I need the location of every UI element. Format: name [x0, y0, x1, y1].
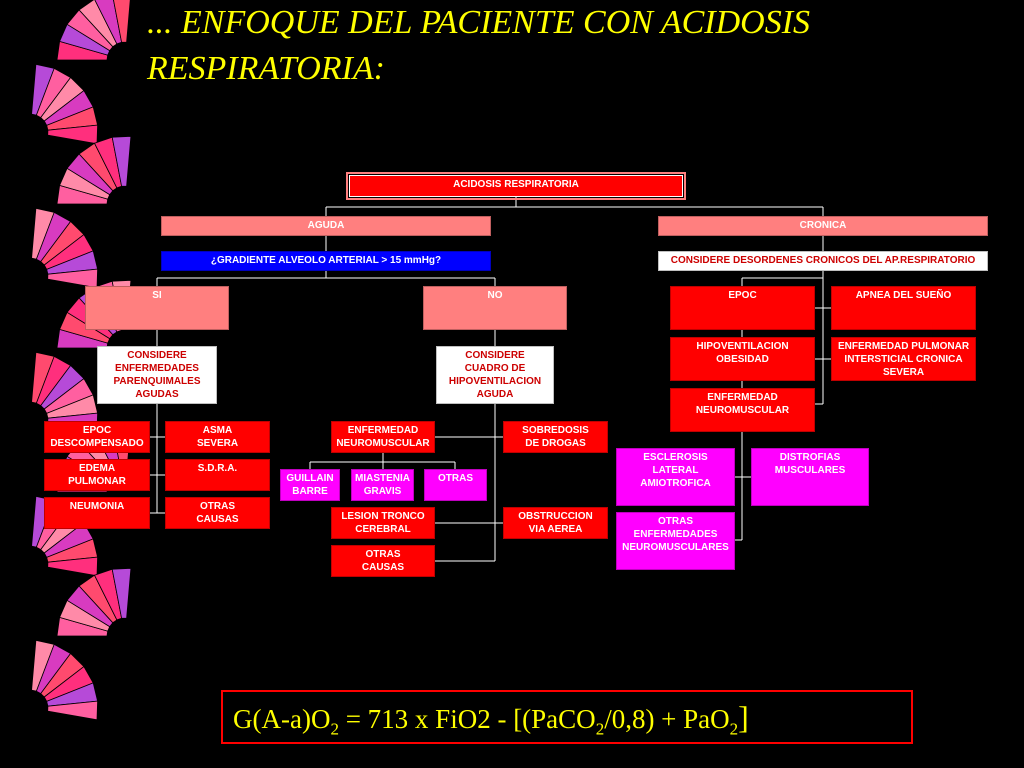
node-otras-causas-no[interactable]: OTRAS CAUSAS [331, 545, 435, 577]
slide-title-line-1: ... ENFOQUE DEL PACIENTE CON ACIDOSIS [147, 4, 811, 41]
formula-sub-2: 2 [595, 719, 605, 739]
node-otras-enfermedades-neuromusculares[interactable]: OTRAS ENFERMEDADES NEUROMUSCULARES [616, 512, 735, 570]
gradient-formula: G(A-a)O2 = 713 x FiO2 - [(PaCO2/0,8) + P… [221, 690, 913, 744]
fan-segment [47, 700, 99, 721]
node-considere-cronicos[interactable]: CONSIDERE DESORDENES CRONICOS DEL AP.RES… [658, 251, 988, 271]
node-distrofias-musculares[interactable]: DISTROFIAS MUSCULARES [751, 448, 869, 506]
formula-sub-3: 2 [729, 719, 739, 739]
formula-part-3: /0,8) + PaO [604, 704, 730, 734]
slide-title-line-2: RESPIRATORIA: [147, 50, 385, 87]
formula-sub-1: 2 [330, 719, 339, 739]
node-sdra[interactable]: S.D.R.A. [165, 459, 270, 491]
node-gradiente-question[interactable]: ¿GRADIENTE ALVEOLO ARTERIAL > 15 mmHg? [161, 251, 491, 271]
fan-segment [111, 135, 132, 187]
node-no[interactable]: NO [423, 286, 567, 330]
formula-part-4: ] [738, 699, 749, 735]
node-otras-causas-si[interactable]: OTRAS CAUSAS [165, 497, 270, 529]
node-esclerosis-lateral[interactable]: ESCLEROSIS LATERAL AMIOTROFICA [616, 448, 735, 506]
node-apnea-sueno[interactable]: APNEA DEL SUEÑO [831, 286, 976, 330]
node-epoc[interactable]: EPOC [670, 286, 815, 330]
formula-part-1: G(A-a)O [233, 704, 331, 734]
node-edema-pulmonar[interactable]: EDEMA PULMONAR [44, 459, 150, 491]
node-enfermedad-pulmonar-intersticial[interactable]: ENFERMEDAD PULMONAR INTERSTICIAL CRONICA… [831, 337, 976, 381]
fan-segment [78, 0, 118, 48]
node-miastenia-gravis[interactable]: MIASTENIA GRAVIS [351, 469, 414, 501]
node-acidosis-respiratoria[interactable]: ACIDOSIS RESPIRATORIA [346, 172, 686, 200]
node-epoc-descompensado[interactable]: EPOC DESCOMPENSADO [44, 421, 150, 453]
slide-title: ... ENFOQUE DEL PACIENTE CON ACIDOSIS RE… [147, 0, 1007, 92]
node-lesion-tronco-cerebral[interactable]: LESION TRONCO CEREBRAL [331, 507, 435, 539]
node-cronica[interactable]: CRONICA [658, 216, 988, 236]
node-guillain-barre[interactable]: GUILLAIN BARRE [280, 469, 340, 501]
fan-segment [111, 567, 132, 619]
node-enfermedad-neuromuscular-cronica[interactable]: ENFERMEDAD NEUROMUSCULAR [670, 388, 815, 432]
node-aguda[interactable]: AGUDA [161, 216, 491, 236]
fan-segment [113, 0, 131, 43]
node-enfermedad-neuromuscular-aguda[interactable]: ENFERMEDAD NEUROMUSCULAR [331, 421, 435, 453]
node-hipoventilacion-obesidad[interactable]: HIPOVENTILACION OBESIDAD [670, 337, 815, 381]
node-si[interactable]: SI [85, 286, 229, 330]
fan-segment [94, 0, 123, 45]
node-considere-hipoventilacion[interactable]: CONSIDERE CUADRO DE HIPOVENTILACION AGUD… [436, 346, 554, 404]
node-neumonia[interactable]: NEUMONIA [44, 497, 150, 529]
node-sobredosis-drogas[interactable]: SOBREDOSIS DE DROGAS [503, 421, 608, 453]
node-otras-neuro[interactable]: OTRAS [424, 469, 487, 501]
node-obstruccion-via-aerea[interactable]: OBSTRUCCION VIA AEREA [503, 507, 608, 539]
formula-part-2: = 713 x FiO2 - [(PaCO [338, 704, 596, 734]
node-considere-parenquimales[interactable]: CONSIDERE ENFERMEDADES PARENQUIMALES AGU… [97, 346, 217, 404]
node-asma-severa[interactable]: ASMA SEVERA [165, 421, 270, 453]
